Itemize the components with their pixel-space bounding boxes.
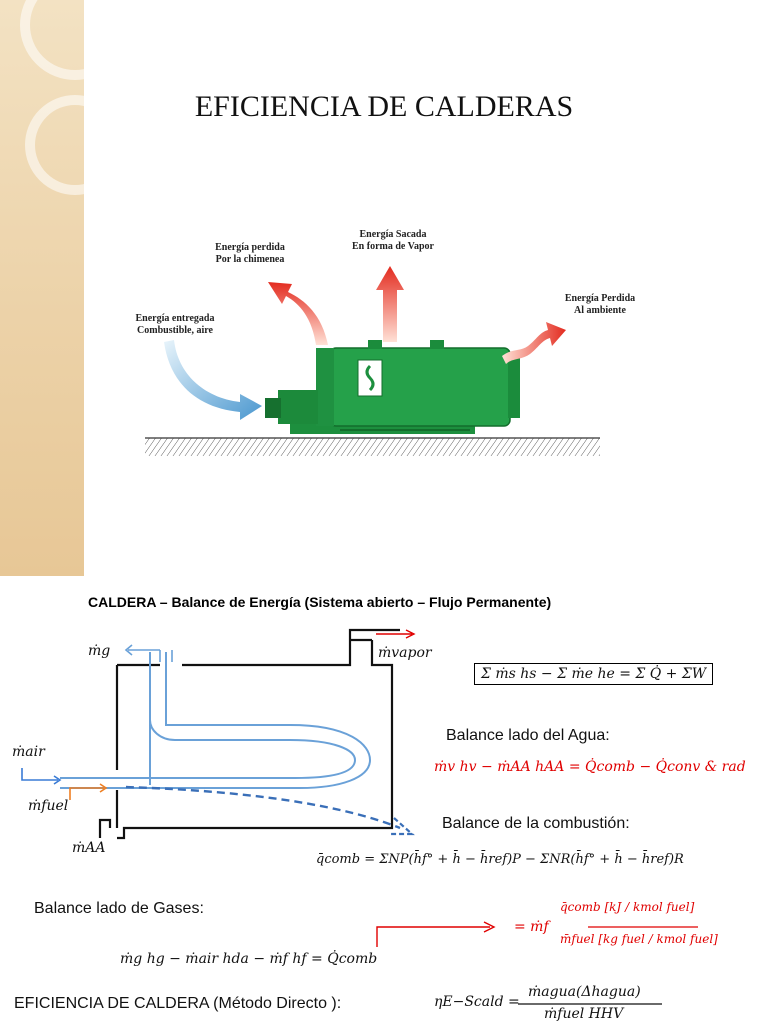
- chimney-loss-arrow: [268, 282, 328, 345]
- label-chimney-loss: Energía perdida Por la chimenea: [195, 242, 305, 266]
- label-line: En forma de Vapor: [352, 241, 434, 252]
- symbol-m-air: ṁair: [12, 744, 45, 760]
- energy-balance-title: CALDERA – Balance de Energía (Sistema ab…: [88, 594, 552, 610]
- label-line: Por la chimenea: [215, 254, 285, 265]
- qcomb-prefix: = ṁf: [514, 919, 549, 935]
- label-steam-out: Energía Sacada En forma de Vapor: [338, 229, 448, 253]
- energy-input-arrow: [164, 340, 262, 420]
- label-line: Al ambiente: [574, 305, 626, 316]
- symbol-m-fuel: ṁfuel: [28, 798, 69, 814]
- efficiency-lhs: ηE−Scald =: [434, 994, 520, 1010]
- slide-title: EFICIENCIA DE CALDERAS: [194, 90, 574, 123]
- label-line: Energía entregada: [135, 313, 215, 324]
- efficiency-numerator: ṁagua(Δhagua): [528, 984, 641, 1000]
- steam-out-arrow: [376, 266, 404, 342]
- combustion-equation: q̄comb = ΣNP(h̄f° + h̄ − h̄ref)P − ΣNR(h…: [316, 852, 684, 867]
- qcomb-denominator: m̄fuel [kg fuel / kmol fuel]: [560, 932, 718, 946]
- label-line: Combustible, aire: [137, 325, 213, 336]
- decorative-ring: [25, 95, 125, 195]
- ground-hatch: [145, 438, 600, 456]
- gas-side-title: Balance lado de Gases:: [34, 900, 204, 917]
- label-line: Energía Sacada: [359, 229, 427, 240]
- gas-eq-text: ṁg hg − ṁair hda − ṁf hf = Q̇comb: [120, 951, 378, 967]
- symbol-m-aa: ṁAA: [72, 840, 106, 856]
- ambient-loss-arrow: [502, 322, 566, 364]
- gas-side-equation: ṁg hg − ṁair hda − ṁf hf = Q̇comb: [120, 951, 377, 967]
- decorative-ring: [20, 0, 130, 80]
- label-ambient-loss: Energía Perdida Al ambiente: [545, 293, 655, 317]
- symbol-m-g: ṁg: [88, 643, 111, 659]
- decorative-side-band: [0, 0, 130, 576]
- label-energy-input: Energía entregada Combustible, aire: [120, 313, 230, 337]
- qcomb-numerator: q̄comb [kJ / kmol fuel]: [560, 900, 695, 914]
- combustion-title: Balance de la combustión:: [442, 815, 630, 832]
- label-line: Energía perdida: [215, 242, 285, 253]
- efficiency-denominator: ṁfuel HHV: [544, 1006, 624, 1022]
- water-side-title: Balance lado del Agua:: [446, 727, 610, 744]
- general-energy-equation: Σ ṁs hs − Σ ṁe he = Σ Q̇ + ΣW: [474, 663, 714, 685]
- slide-top: EFICIENCIA DE CALDERAS: [0, 0, 655, 576]
- water-side-equation: ṁv hv − ṁAA hAA = Q̇comb − Q̇conv & rad: [434, 759, 746, 775]
- boiler-body: [265, 340, 520, 434]
- efficiency-title: EFICIENCIA DE CALDERA (Método Directo ):: [14, 995, 342, 1012]
- boiler-illustration: [145, 266, 600, 456]
- label-line: Energía Perdida: [564, 293, 636, 304]
- symbol-m-vapor: ṁvapor: [378, 645, 432, 661]
- general-eq-text: Σ ṁs hs − Σ ṁe he = Σ Q̇ + ΣW: [474, 663, 714, 685]
- boiler-schematic: [21, 628, 698, 1005]
